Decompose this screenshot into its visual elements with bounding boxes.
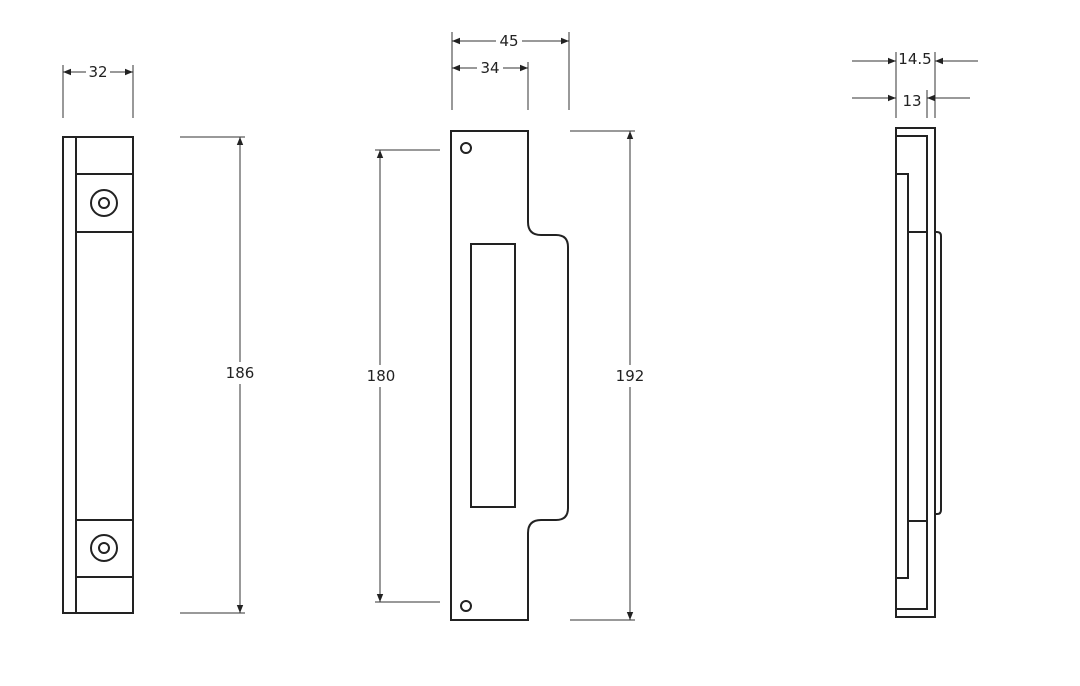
dimension-label-13: 13 — [902, 92, 921, 110]
dimension-lines — [62, 32, 978, 621]
strike-plate-view — [450, 130, 569, 621]
dimension-label-192: 192 — [616, 367, 645, 385]
front-view — [62, 136, 134, 614]
dimension-label-180: 180 — [367, 367, 396, 385]
screw-hole-icon — [460, 600, 472, 612]
dimension-label-14-5: 14.5 — [898, 50, 931, 68]
screw-hole-icon — [90, 534, 118, 562]
dimension-label-34: 34 — [480, 59, 499, 77]
dimension-label-32: 32 — [88, 63, 107, 81]
dimension-label-186: 186 — [226, 364, 255, 382]
screw-hole-icon — [90, 189, 118, 217]
dimension-label-45: 45 — [499, 32, 518, 50]
screw-hole-icon — [460, 142, 472, 154]
side-view — [895, 127, 942, 618]
